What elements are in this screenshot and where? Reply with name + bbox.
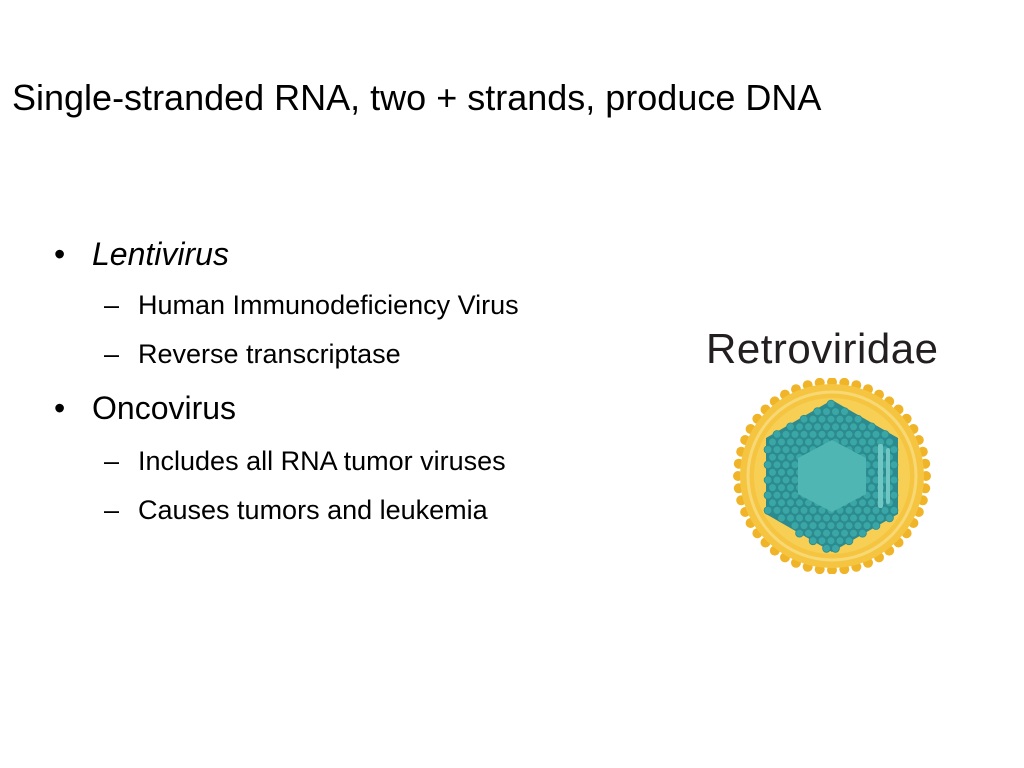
figure-label: Retroviridae bbox=[706, 325, 939, 372]
subitem-text: Includes all RNA tumor viruses bbox=[138, 446, 506, 476]
bullet-marker: • bbox=[54, 390, 66, 426]
subitem-rna-tumor-viruses: –Includes all RNA tumor viruses bbox=[104, 444, 506, 478]
subitem-text: Reverse transcriptase bbox=[138, 339, 401, 369]
retroviridae-figure: Retroviridae bbox=[698, 318, 988, 580]
bullet-marker: • bbox=[54, 236, 66, 272]
slide-title: Single-stranded RNA, two + strands, prod… bbox=[12, 77, 822, 118]
subitem-text: Human Immunodeficiency Virus bbox=[138, 290, 519, 320]
bullet-item-oncovirus: • Oncovirus bbox=[54, 388, 236, 428]
bullet-text: Oncovirus bbox=[92, 390, 237, 426]
subitem-text: Causes tumors and leukemia bbox=[138, 495, 488, 525]
bullet-text: Lentivirus bbox=[92, 236, 229, 272]
subitem-reverse-transcriptase: –Reverse transcriptase bbox=[104, 337, 401, 371]
subitem-tumors-and-leukemia: –Causes tumors and leukemia bbox=[104, 493, 488, 527]
bullet-item-lentivirus: • Lentivirus bbox=[54, 234, 229, 274]
dash-marker: – bbox=[104, 446, 120, 476]
dash-marker: – bbox=[104, 339, 120, 369]
dash-marker: – bbox=[104, 495, 120, 525]
retrovirus-illustration-icon bbox=[733, 378, 931, 574]
subitem-human-immunodeficiency-virus: –Human Immunodeficiency Virus bbox=[104, 288, 519, 322]
dash-marker: – bbox=[104, 290, 120, 320]
